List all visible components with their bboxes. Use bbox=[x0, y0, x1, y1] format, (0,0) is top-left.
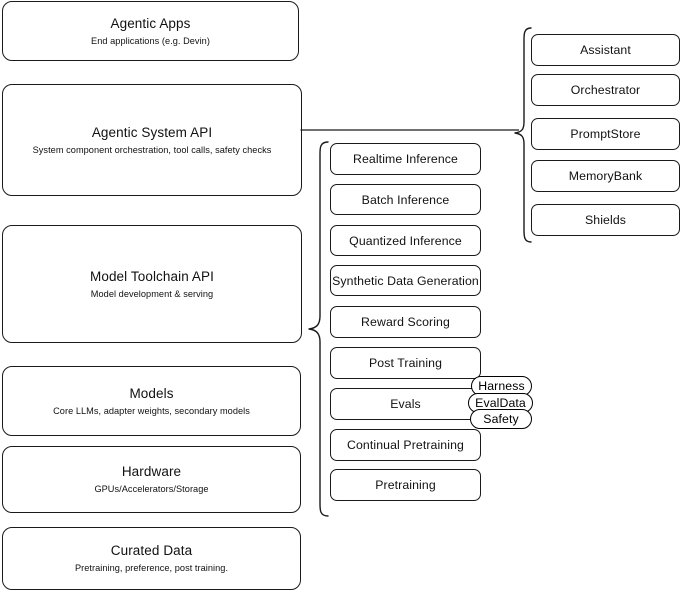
stack-box-subtitle: GPUs/Accelerators/Storage bbox=[94, 484, 209, 494]
chip-label: Orchestrator bbox=[570, 83, 641, 97]
chip-label: PromptStore bbox=[570, 127, 641, 141]
system-chip-shields[interactable]: Shields bbox=[531, 204, 680, 236]
stack-box-title: Agentic System API bbox=[91, 124, 213, 140]
stack-box-curated-data[interactable]: Curated Data Pretraining, preference, po… bbox=[2, 527, 301, 590]
system-chip-assistant[interactable]: Assistant bbox=[531, 34, 680, 66]
toolchain-chip-batch-inference[interactable]: Batch Inference bbox=[330, 184, 481, 215]
chip-label: Assistant bbox=[580, 43, 631, 57]
system-chip-memorybank[interactable]: MemoryBank bbox=[531, 160, 680, 192]
stack-box-subtitle: Core LLMs, adapter weights, secondary mo… bbox=[53, 405, 250, 416]
chip-label: Post Training bbox=[368, 356, 443, 370]
stack-box-title: Curated Data bbox=[110, 543, 193, 558]
connector-line-system-api bbox=[300, 124, 524, 136]
stack-box-title: Model Toolchain API bbox=[90, 268, 214, 284]
stack-box-subtitle: System component orchestration, tool cal… bbox=[32, 144, 272, 155]
chip-label: Continual Pretraining bbox=[347, 438, 464, 452]
pill-label: Harness bbox=[478, 379, 525, 393]
system-chip-promptstore[interactable]: PromptStore bbox=[531, 118, 680, 150]
chip-label: Realtime Inference bbox=[352, 152, 458, 166]
stack-box-title: Hardware bbox=[121, 464, 182, 479]
evals-pill-safety[interactable]: Safety bbox=[470, 409, 532, 429]
stack-box-subtitle: Model development & serving bbox=[90, 288, 214, 299]
stack-box-subtitle: End applications (e.g. Devin) bbox=[91, 35, 210, 46]
stack-box-agentic-apps[interactable]: Agentic Apps End applications (e.g. Devi… bbox=[2, 1, 299, 61]
toolchain-chip-evals[interactable]: Evals bbox=[330, 388, 481, 420]
toolchain-chip-realtime-inference[interactable]: Realtime Inference bbox=[330, 143, 481, 175]
toolchain-chip-post-training[interactable]: Post Training bbox=[330, 347, 481, 379]
chip-label: Reward Scoring bbox=[361, 315, 450, 329]
chip-label: Batch Inference bbox=[361, 192, 450, 207]
toolchain-chip-reward-scoring[interactable]: Reward Scoring bbox=[330, 306, 481, 338]
stack-box-model-toolchain-api[interactable]: Model Toolchain API Model development & … bbox=[2, 225, 302, 343]
chip-label: Synthetic Data Generation bbox=[332, 273, 479, 288]
evals-pill-evaldata[interactable]: EvalData bbox=[468, 393, 533, 413]
chip-label: Pretraining bbox=[375, 478, 436, 492]
stack-box-subtitle: Pretraining, preference, post training. bbox=[74, 563, 229, 573]
pill-label: EvalData bbox=[475, 396, 526, 410]
stack-box-title: Agentic Apps bbox=[110, 15, 191, 31]
chip-label: MemoryBank bbox=[568, 169, 643, 183]
chip-label: Shields bbox=[584, 213, 627, 227]
toolchain-chip-continual-pretraining[interactable]: Continual Pretraining bbox=[330, 429, 481, 461]
system-chip-orchestrator[interactable]: Orchestrator bbox=[531, 74, 680, 106]
pill-label: Safety bbox=[483, 412, 519, 426]
chip-label: Quantized Inference bbox=[349, 233, 462, 248]
toolchain-chip-pretraining[interactable]: Pretraining bbox=[330, 469, 481, 501]
stack-box-agentic-system-api[interactable]: Agentic System API System component orch… bbox=[2, 84, 302, 196]
toolchain-chip-quantized-inference[interactable]: Quantized Inference bbox=[330, 225, 481, 256]
stack-box-hardware[interactable]: Hardware GPUs/Accelerators/Storage bbox=[2, 446, 301, 513]
toolchain-chip-synthetic-data-generation[interactable]: Synthetic Data Generation bbox=[330, 265, 481, 296]
stack-box-models[interactable]: Models Core LLMs, adapter weights, secon… bbox=[2, 366, 301, 436]
chip-label: Evals bbox=[390, 397, 421, 411]
stack-box-title: Models bbox=[129, 385, 174, 401]
